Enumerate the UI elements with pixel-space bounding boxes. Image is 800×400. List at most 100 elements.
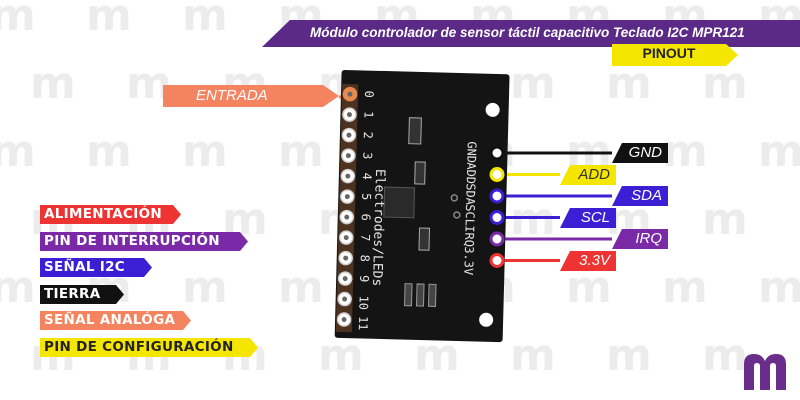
left-pin-label: 3 bbox=[360, 152, 374, 160]
pin-hole bbox=[342, 296, 348, 302]
capacitor bbox=[408, 117, 422, 145]
pin-hole bbox=[344, 214, 350, 220]
legend-item: PIN DE INTERRUPCIÓN bbox=[40, 231, 250, 251]
legend-swatch bbox=[40, 258, 152, 277]
m-logo-icon bbox=[744, 354, 786, 390]
resistor bbox=[427, 283, 437, 307]
left-pin-label: 0 bbox=[362, 90, 376, 98]
entrada-tag bbox=[163, 85, 339, 107]
m-logo-watermark-icon: m bbox=[182, 262, 228, 313]
m-logo-watermark-icon: m bbox=[30, 58, 76, 109]
m-logo-watermark-icon: m bbox=[662, 126, 708, 177]
resistor bbox=[403, 283, 413, 307]
m-logo-watermark-icon: m bbox=[606, 330, 652, 381]
via bbox=[450, 194, 459, 202]
pin-dot bbox=[489, 231, 505, 247]
legend-label: PIN DE CONFIGURACIÓN bbox=[44, 338, 234, 355]
m-logo-watermark-icon: m bbox=[702, 330, 748, 381]
m-logo-watermark-icon: m bbox=[278, 126, 324, 177]
pin-tag: ADD bbox=[560, 164, 616, 185]
pin-hole bbox=[345, 173, 351, 179]
right-pin-dots bbox=[489, 145, 505, 268]
m-logo-watermark-icon: m bbox=[758, 126, 800, 177]
pin-hole bbox=[345, 153, 351, 159]
pin-dot bbox=[489, 145, 505, 161]
subtitle: PINOUT bbox=[642, 45, 696, 61]
mount-hole bbox=[485, 102, 500, 117]
m-logo-watermark-icon: m bbox=[0, 262, 36, 313]
legend-label: PIN DE INTERRUPCIÓN bbox=[44, 232, 220, 249]
legend-label: ALIMENTACIÓN bbox=[44, 206, 162, 222]
left-pin-label: 10 bbox=[356, 295, 370, 310]
right-pin-label: ADD bbox=[464, 162, 479, 184]
pin-tag-label: IRQ bbox=[635, 230, 662, 247]
capacitor bbox=[414, 161, 426, 185]
pin-tag-label: ADD bbox=[578, 165, 610, 183]
pin-tag-label: GND bbox=[628, 144, 662, 161]
pin-tag: GND bbox=[612, 143, 668, 163]
pin-tag: SDA bbox=[612, 186, 668, 206]
left-pin-label: 5 bbox=[359, 193, 373, 201]
brand-logo bbox=[744, 354, 786, 390]
legend-item: PIN DE CONFIGURACIÓN bbox=[40, 337, 260, 357]
m-logo-watermark-icon: m bbox=[662, 262, 708, 313]
pin-hole bbox=[341, 317, 347, 323]
right-pin-label: 3.3V bbox=[461, 246, 476, 275]
pin-tag-label: SDA bbox=[631, 187, 662, 204]
m-logo-watermark-icon: m bbox=[702, 194, 748, 245]
m-logo-watermark-icon: m bbox=[86, 126, 132, 177]
m-logo-watermark-icon: m bbox=[702, 58, 748, 109]
legend-swatch bbox=[40, 311, 191, 330]
pin-tag: IRQ bbox=[612, 229, 668, 249]
legend-swatch bbox=[40, 284, 124, 304]
pin-hole bbox=[344, 194, 350, 200]
left-pin-label: 4 bbox=[360, 172, 374, 180]
legend-label: TIERRA bbox=[44, 285, 101, 302]
pin-hole bbox=[346, 132, 352, 138]
legend-swatch bbox=[40, 205, 181, 224]
left-pin-label: 6 bbox=[359, 213, 373, 221]
entrada-label: ENTRADA bbox=[196, 87, 268, 104]
right-pin-label: GND bbox=[464, 141, 479, 163]
m-logo-watermark-icon: m bbox=[510, 194, 556, 245]
m-logo-watermark-icon: m bbox=[182, 0, 228, 41]
left-pin-label: 8 bbox=[358, 254, 372, 262]
header-strip bbox=[335, 83, 359, 333]
silkscreen-label: Electrodes/LEDs bbox=[369, 169, 387, 287]
pin-dot bbox=[489, 188, 505, 204]
m-logo-watermark-icon: m bbox=[0, 0, 36, 41]
pin-hole bbox=[343, 235, 349, 241]
m-logo-watermark-icon: m bbox=[318, 330, 364, 381]
legend-swatch bbox=[40, 337, 258, 357]
legend-label: SEÑAL I2C bbox=[44, 259, 126, 275]
m-logo-watermark-icon: m bbox=[606, 58, 652, 109]
title: Módulo controlador de sensor táctil capa… bbox=[310, 25, 745, 40]
pin-dot bbox=[489, 167, 505, 182]
m-logo-watermark-icon: m bbox=[278, 262, 324, 313]
mpr121-chip bbox=[383, 186, 416, 219]
capacitor bbox=[418, 227, 431, 251]
legend-item: SEÑAL I2C bbox=[40, 258, 154, 277]
m-logo-watermark-icon: m bbox=[758, 262, 800, 313]
right-pin-label: SDA bbox=[463, 183, 478, 206]
left-pin-label: 1 bbox=[361, 111, 375, 119]
right-pin-label: IRQ bbox=[462, 225, 477, 247]
m-logo-watermark-icon: m bbox=[182, 126, 228, 177]
pin-tag-label: SCL bbox=[580, 208, 610, 226]
pinout-tag bbox=[612, 44, 738, 66]
m-logo-watermark-icon: m bbox=[510, 330, 556, 381]
title-banner bbox=[262, 20, 800, 47]
connector-lines bbox=[339, 95, 612, 262]
pin-tag: 3.3V bbox=[560, 250, 616, 271]
pin-hole bbox=[346, 112, 352, 118]
resistor bbox=[415, 283, 425, 307]
pin-dot bbox=[489, 253, 505, 268]
left-pin-label: 2 bbox=[361, 131, 375, 139]
m-logo-watermark-icon: m bbox=[0, 126, 36, 177]
mount-hole bbox=[479, 312, 494, 327]
legend-swatch bbox=[40, 231, 248, 251]
